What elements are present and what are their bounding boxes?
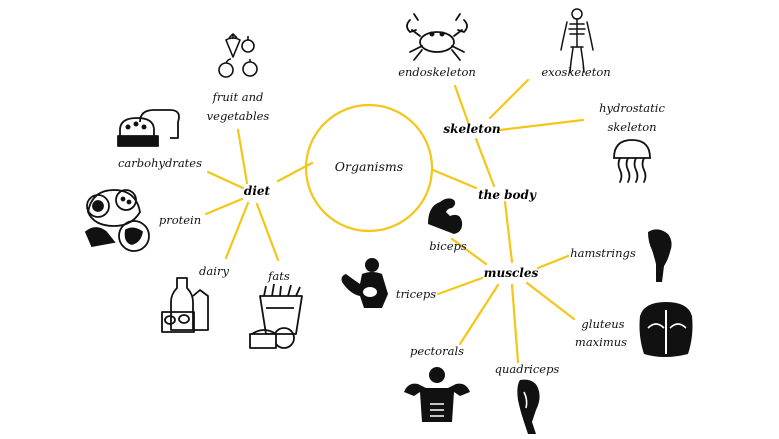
jellyfish-icon	[613, 139, 651, 183]
protein-food-icon	[84, 189, 150, 252]
biceps-label: biceps	[429, 239, 467, 253]
hydrostatic-label-2: skeleton	[607, 120, 656, 134]
fruit-vegetables-icon	[218, 33, 258, 78]
hydrostatic-label-1: hydrostatic	[599, 101, 665, 115]
crab-icon	[406, 13, 468, 61]
pectorals-body-icon	[404, 367, 470, 422]
quadriceps-label: quadriceps	[495, 362, 560, 376]
quadriceps-leg-icon	[517, 379, 540, 434]
diet-label: diet	[244, 184, 271, 198]
skeleton-label: skeleton	[443, 122, 500, 136]
protein-label: protein	[159, 213, 201, 227]
fats-label: fats	[267, 269, 290, 283]
center-circle	[304, 103, 434, 233]
muscles-label: muscles	[484, 266, 539, 280]
carbohydrates-label: carbohydrates	[118, 156, 202, 170]
gluteus-icon	[639, 302, 693, 357]
dairy-icon	[161, 277, 209, 333]
center-label: Organisms	[335, 159, 403, 174]
connector-lines	[204, 78, 585, 364]
bread-icon	[117, 109, 180, 147]
triceps-body-icon	[341, 258, 388, 308]
fruit-veg-label-2: vegetables	[207, 109, 270, 123]
exoskeleton-label: exoskeleton	[541, 65, 610, 79]
dairy-label: dairy	[199, 264, 229, 278]
fats-icon	[249, 283, 303, 349]
bicep-arm-icon	[428, 198, 463, 234]
gluteus-label-2: maximus	[575, 335, 627, 349]
the-body-label: the body	[478, 188, 537, 202]
fruit-veg-label-1: fruit and	[212, 90, 264, 104]
hamstring-leg-icon	[648, 229, 672, 282]
pectorals-label: pectorals	[410, 344, 464, 358]
endoskeleton-label: endoskeleton	[398, 65, 476, 79]
hamstrings-label: hamstrings	[570, 246, 636, 260]
triceps-label: triceps	[396, 287, 436, 301]
skeleton-icon	[560, 8, 594, 73]
gluteus-label-1: gluteus	[581, 317, 624, 331]
